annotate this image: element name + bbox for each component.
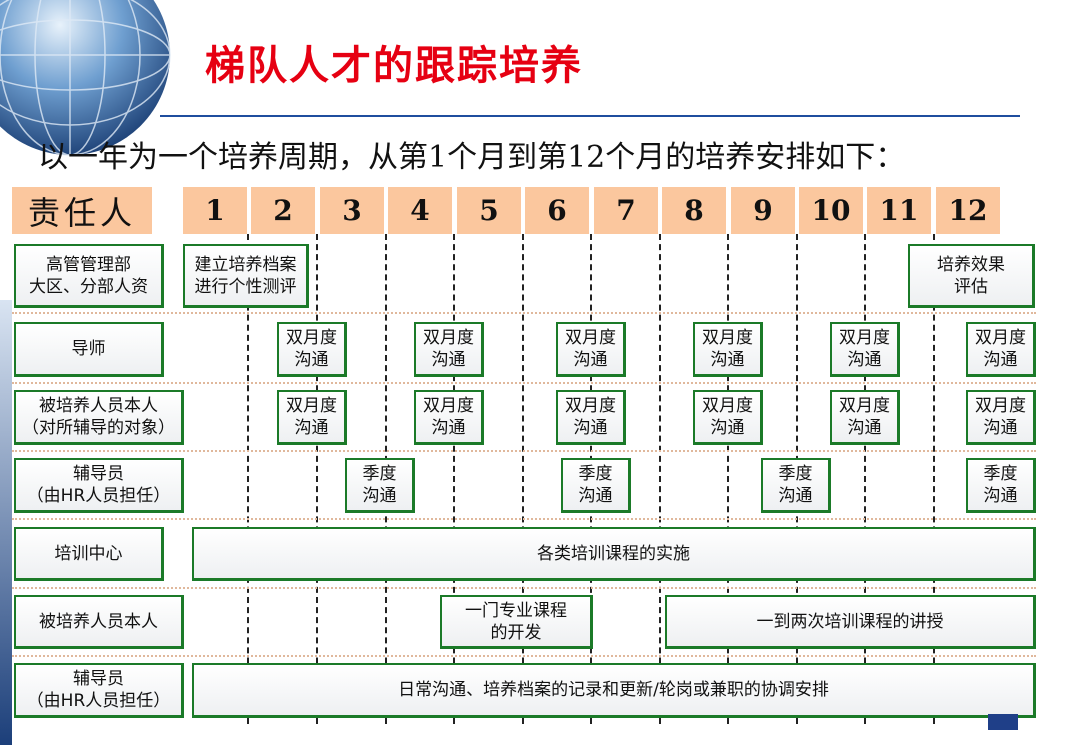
task-bimonthly-mentor-4: 双月度 沟通 xyxy=(414,322,484,377)
grid-hline xyxy=(12,450,1036,452)
grid-hline xyxy=(12,655,1036,657)
role-hr-counselor: 辅导员 （由HR人员担任） xyxy=(14,458,184,513)
task-bimonthly-trainee-10: 双月度 沟通 xyxy=(830,390,900,445)
role-hr-counselor-daily: 辅导员 （由HR人员担任） xyxy=(14,663,184,718)
grid-vline xyxy=(864,234,866,724)
grid-vline xyxy=(659,234,661,724)
role-trainee: 被培养人员本人 （对所辅导的对象） xyxy=(14,390,184,445)
subtitle: 以一年为一个培养周期，从第1个月到第12个月的培养安排如下： xyxy=(38,140,906,175)
globe-logo xyxy=(0,0,171,156)
task-daily-communication: 日常沟通、培养档案的记录和更新/轮岗或兼职的协调安排 xyxy=(192,663,1036,718)
grid-hline xyxy=(12,312,1036,314)
task-bimonthly-trainee-2: 双月度 沟通 xyxy=(277,390,347,445)
task-bimonthly-trainee-8: 双月度 沟通 xyxy=(693,390,763,445)
month-header-9: 9 xyxy=(731,187,795,234)
grid-hline xyxy=(12,587,1036,589)
task-bimonthly-trainee-4: 双月度 沟通 xyxy=(414,390,484,445)
task-bimonthly-mentor-2: 双月度 沟通 xyxy=(277,322,347,377)
grid-hline xyxy=(12,382,1036,384)
month-header-10: 10 xyxy=(799,187,863,234)
corner-decoration xyxy=(988,714,1018,730)
task-bimonthly-mentor-6: 双月度 沟通 xyxy=(556,322,626,377)
task-quarterly-6: 季度 沟通 xyxy=(561,458,631,513)
month-header-11: 11 xyxy=(867,187,931,234)
task-course-teaching: 一到两次培训课程的讲授 xyxy=(665,595,1036,649)
task-bimonthly-trainee-6: 双月度 沟通 xyxy=(556,390,626,445)
task-training-courses: 各类培训课程的实施 xyxy=(192,527,1036,581)
role-mentor: 导师 xyxy=(14,322,164,377)
task-evaluation: 培养效果 评估 xyxy=(908,244,1035,308)
task-course-development: 一门专业课程 的开发 xyxy=(440,595,593,649)
grid-vline xyxy=(316,234,318,724)
grid-vline xyxy=(453,234,455,724)
page-title: 梯队人才的跟踪培养 xyxy=(205,43,583,89)
grid-vline xyxy=(727,234,729,724)
month-header-8: 8 xyxy=(662,187,726,234)
task-bimonthly-mentor-8: 双月度 沟通 xyxy=(693,322,763,377)
month-header-4: 4 xyxy=(388,187,452,234)
grid-hline xyxy=(12,518,1036,520)
month-header-7: 7 xyxy=(594,187,658,234)
task-bimonthly-trainee-12: 双月度 沟通 xyxy=(966,390,1036,445)
title-rule xyxy=(160,115,1020,117)
grid-vline xyxy=(933,234,935,724)
grid-vline xyxy=(247,234,249,724)
role-hq-hr: 高管管理部 大区、分部人资 xyxy=(14,244,164,308)
month-header-3: 3 xyxy=(320,187,384,234)
role-trainee-self: 被培养人员本人 xyxy=(14,595,184,649)
month-header-2: 2 xyxy=(251,187,315,234)
grid-vline xyxy=(522,234,524,724)
task-profile: 建立培养档案 进行个性测评 xyxy=(183,244,309,308)
task-quarterly-9: 季度 沟通 xyxy=(761,458,831,513)
role-training-center: 培训中心 xyxy=(14,527,164,581)
month-header-12: 12 xyxy=(936,187,1000,234)
task-quarterly-3: 季度 沟通 xyxy=(345,458,415,513)
month-header-6: 6 xyxy=(525,187,589,234)
left-decoration-bar xyxy=(0,300,12,745)
month-header-5: 5 xyxy=(457,187,521,234)
month-header-1: 1 xyxy=(183,187,247,234)
header-owner: 责任人 xyxy=(12,187,152,234)
task-bimonthly-mentor-10: 双月度 沟通 xyxy=(830,322,900,377)
task-quarterly-12: 季度 沟通 xyxy=(966,458,1036,513)
task-bimonthly-mentor-12: 双月度 沟通 xyxy=(966,322,1036,377)
